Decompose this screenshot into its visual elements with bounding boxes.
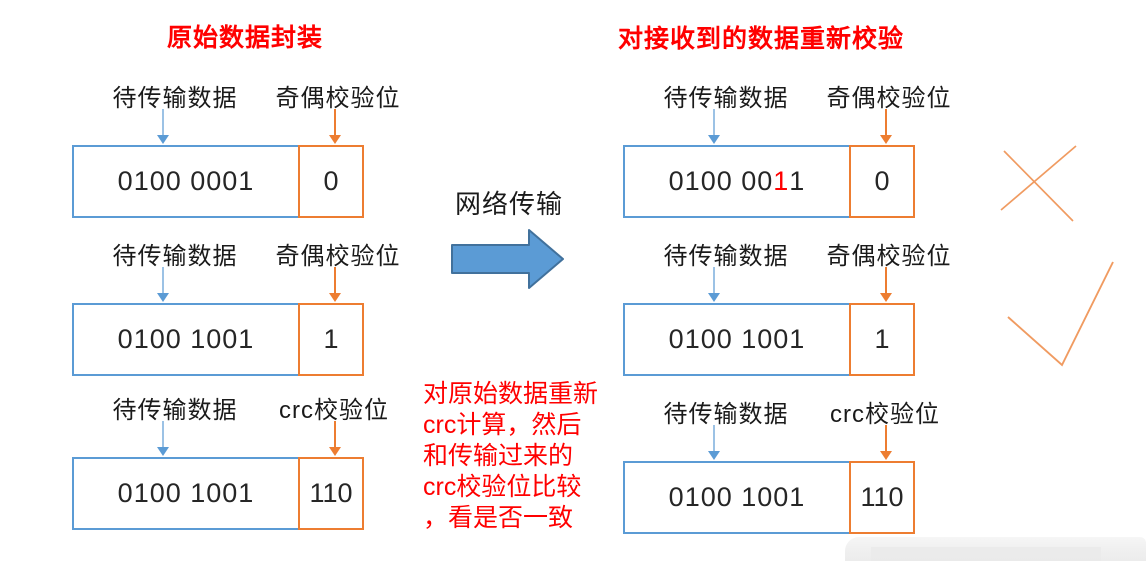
data-label: 待传输数据 [663, 85, 789, 112]
blurred-watermark [845, 537, 1146, 561]
data-bits: 0100 00 [668, 166, 774, 196]
left-panel-title: 原始数据封装 [166, 24, 324, 52]
orange-down-arrow-icon [329, 421, 341, 456]
match-check-icon [1007, 261, 1114, 367]
check-bit-box: 110 [298, 457, 364, 530]
check-label: 奇偶校验位 [826, 85, 952, 112]
check-bit-box: 0 [298, 145, 364, 218]
mismatch-cross-icon [1000, 145, 1077, 222]
note-line: crc计算，然后 [423, 411, 582, 439]
data-bits: 0100 0001 [117, 166, 255, 196]
note-line: 和传输过来的 [423, 442, 574, 470]
blue-down-arrow-icon [708, 267, 720, 302]
data-label: 待传输数据 [663, 401, 789, 428]
network-transfer-label: 网络传输 [454, 189, 564, 219]
data-box: 0100 1001 [72, 303, 300, 376]
data-box: 0100 1001 [72, 457, 300, 530]
data-label: 待传输数据 [663, 243, 789, 270]
orange-down-arrow-icon [329, 109, 341, 144]
data-label: 待传输数据 [112, 85, 238, 112]
check-label: crc校验位 [830, 401, 940, 428]
network-transfer-arrow-icon [451, 229, 564, 289]
left-frame-row-2: 待传输数据 奇偶校验位 0100 1001 1 [72, 236, 400, 376]
check-label: 奇偶校验位 [275, 243, 401, 270]
blue-down-arrow-icon [157, 109, 169, 144]
data-bits: 0100 1001 [668, 324, 806, 354]
check-label: 奇偶校验位 [275, 85, 401, 112]
right-frame-row-3: 待传输数据 crc校验位 0100 1001 110 [623, 394, 939, 534]
orange-down-arrow-icon [880, 109, 892, 144]
note-line: ，看是否一致 [423, 504, 574, 532]
left-frame-row-1: 待传输数据 奇偶校验位 0100 0001 0 [72, 78, 400, 218]
data-bits-tail: 1 [789, 166, 806, 196]
check-bit-box: 1 [298, 303, 364, 376]
note-line: crc校验位比较 [423, 473, 582, 501]
blue-down-arrow-icon [157, 421, 169, 456]
blurred-watermark-shade [871, 547, 1101, 561]
left-frame-row-3: 待传输数据 crc校验位 0100 1001 110 [72, 390, 388, 530]
data-bits: 0100 1001 [117, 324, 255, 354]
blue-down-arrow-icon [708, 425, 720, 460]
crc-compare-note: 对原始数据重新 crc计算，然后 和传输过来的 crc校验位比较 ，看是否一致 [423, 379, 637, 534]
flipped-bit: 1 [773, 166, 790, 196]
check-label: crc校验位 [279, 397, 389, 424]
data-label: 待传输数据 [112, 397, 238, 424]
right-panel-title: 对接收到的数据重新校验 [617, 25, 905, 53]
orange-down-arrow-icon [329, 267, 341, 302]
note-line: 对原始数据重新 [423, 380, 599, 408]
data-box: 0100 0001 [72, 145, 300, 218]
data-bits: 0100 1001 [668, 482, 806, 512]
data-box: 0100 1001 [623, 303, 851, 376]
right-frame-row-2: 待传输数据 奇偶校验位 0100 1001 1 [623, 236, 951, 376]
orange-down-arrow-icon [880, 267, 892, 302]
check-bit-box: 110 [849, 461, 915, 534]
check-bit-box: 1 [849, 303, 915, 376]
data-label: 待传输数据 [112, 243, 238, 270]
orange-down-arrow-icon [880, 425, 892, 460]
check-label: 奇偶校验位 [826, 243, 952, 270]
blue-down-arrow-icon [708, 109, 720, 144]
blue-down-arrow-icon [157, 267, 169, 302]
check-bit-box: 0 [849, 145, 915, 218]
data-bits: 0100 1001 [117, 478, 255, 508]
data-box: 0100 1001 [623, 461, 851, 534]
